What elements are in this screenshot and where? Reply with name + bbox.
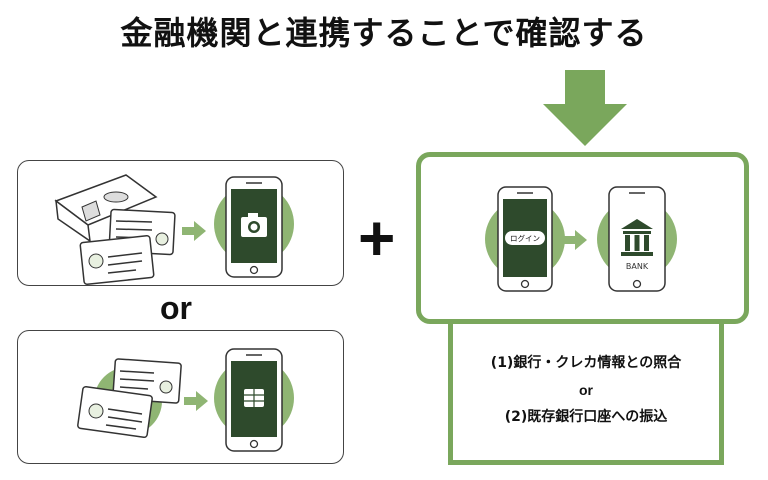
photo-id-illustration bbox=[54, 174, 294, 285]
plus-symbol: + bbox=[358, 202, 396, 274]
method-bank-card-match: (1)銀行・クレカ情報との照合 bbox=[490, 355, 682, 371]
smartphone-bank-icon: BANK bbox=[608, 186, 666, 292]
right-arrow-icon bbox=[182, 221, 206, 241]
right-arrow-icon bbox=[563, 230, 587, 250]
bank-link-panel: ログイン BANK bbox=[416, 152, 749, 324]
ic-chip-illustration bbox=[77, 348, 294, 452]
license-card-icon bbox=[79, 235, 155, 285]
bank-link-illustration: ログイン BANK bbox=[485, 186, 677, 292]
right-arrow-icon bbox=[184, 391, 208, 411]
methods-box: (1)銀行・クレカ情報との照合 or (2)既存銀行口座への振込 bbox=[448, 324, 724, 465]
or-label: or bbox=[160, 290, 192, 326]
photo-id-panel bbox=[17, 160, 344, 286]
method-or-label: or bbox=[579, 382, 593, 398]
bank-label: BANK bbox=[626, 262, 649, 271]
bank-building-icon bbox=[621, 219, 653, 256]
login-button-label: ログイン bbox=[510, 233, 540, 243]
id-card-icon bbox=[112, 358, 182, 404]
smartphone-login-icon: ログイン bbox=[497, 186, 553, 292]
passport-icon bbox=[54, 174, 158, 243]
down-arrow-icon bbox=[543, 70, 627, 146]
method-bank-transfer: (2)既存銀行口座への振込 bbox=[504, 409, 668, 425]
ic-chip-panel bbox=[17, 330, 344, 464]
page-title: 金融機関と連携することで確認する bbox=[120, 14, 648, 52]
smartphone-camera-icon bbox=[225, 176, 283, 278]
license-card-icon bbox=[77, 385, 153, 439]
smartphone-ic-chip-icon bbox=[225, 348, 283, 452]
